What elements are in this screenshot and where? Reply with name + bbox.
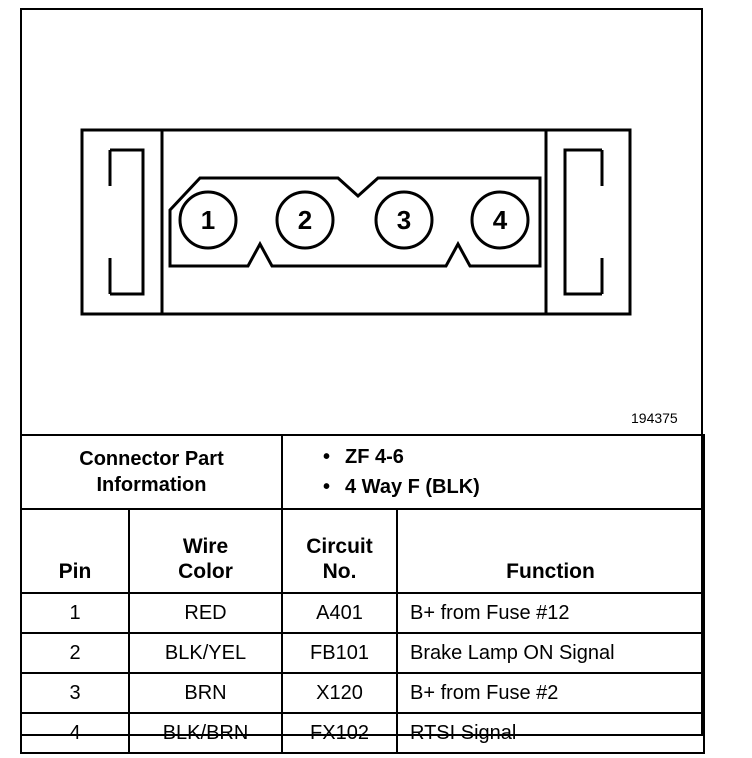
header-pin: Pin <box>20 508 130 594</box>
cell-circuit: A401 <box>281 592 398 634</box>
bullet: • <box>323 476 331 498</box>
table-row: 4 BLK/BRN FX102 RTSI Signal <box>20 712 706 754</box>
cell-wire-color: RED <box>128 592 283 634</box>
cell-circuit: X120 <box>281 672 398 714</box>
cell-function: RTSI Signal <box>395 712 706 754</box>
pin-4: 4 <box>470 190 530 250</box>
connector-info-row: Connector Part Information • ZF 4-6 • 4 Wa… <box>20 434 706 510</box>
cell-circuit: FX102 <box>281 712 398 754</box>
table-row: 3 BRN X120 B+ from Fuse #2 <box>20 672 706 714</box>
pin-circles: 1 2 3 4 <box>178 190 530 250</box>
pin-3: 3 <box>374 190 434 250</box>
connector-info-item-text: 4 Way F (BLK) <box>345 476 480 498</box>
right-latch <box>544 130 604 314</box>
connector-body <box>80 128 632 316</box>
connector-info-items: • ZF 4-6 • 4 Way F (BLK) <box>280 434 706 510</box>
figure-code: 194375 <box>631 410 678 426</box>
pin-number: 2 <box>298 205 312 235</box>
pin-circle <box>178 190 238 250</box>
table-row: 1 RED A401 B+ from Fuse #12 <box>20 592 706 634</box>
cell-wire-color: BRN <box>128 672 283 714</box>
pin-cavity-outline <box>168 176 542 268</box>
cell-circuit: FB101 <box>281 632 398 674</box>
connector-info-item: • ZF 4-6 <box>323 442 703 472</box>
pin-circle <box>275 190 335 250</box>
header-wire-color: Wire Color <box>128 508 283 594</box>
cell-pin: 3 <box>20 672 130 714</box>
bullet: • <box>323 446 331 468</box>
cell-pin: 1 <box>20 592 130 634</box>
table-header-row: Pin Wire Color Circuit No. Function <box>20 508 706 594</box>
header-circuit: Circuit No. <box>281 508 398 594</box>
left-latch <box>82 128 164 314</box>
cell-pin: 2 <box>20 632 130 674</box>
connector-info-item-text: ZF 4-6 <box>345 446 404 468</box>
connector-table: Connector Part Information • ZF 4-6 • 4 Wa… <box>20 434 706 754</box>
cell-function: B+ from Fuse #2 <box>395 672 706 714</box>
connector-diagram: 1 2 3 4 194375 <box>80 128 678 426</box>
connector-info-label-line2: Information <box>96 474 207 496</box>
connector-info-item: • 4 Way F (BLK) <box>323 472 703 502</box>
pin-number: 1 <box>201 205 215 235</box>
pin-number: 4 <box>493 205 508 235</box>
connector-info-label-line1: Connector Part <box>79 448 224 470</box>
table-row: 2 BLK/YEL FB101 Brake Lamp ON Signal <box>20 632 706 674</box>
cell-function: B+ from Fuse #12 <box>395 592 706 634</box>
header-function: Function <box>395 508 706 594</box>
connector-info-label: Connector Part Information <box>20 434 283 510</box>
cell-wire-color: BLK/BRN <box>128 712 283 754</box>
cell-function: Brake Lamp ON Signal <box>395 632 706 674</box>
pin-number: 3 <box>397 205 411 235</box>
pin-circle <box>470 190 530 250</box>
cell-wire-color: BLK/YEL <box>128 632 283 674</box>
pin-2: 2 <box>275 190 335 250</box>
cell-pin: 4 <box>20 712 130 754</box>
pin-circle <box>374 190 434 250</box>
pin-1: 1 <box>178 190 238 250</box>
